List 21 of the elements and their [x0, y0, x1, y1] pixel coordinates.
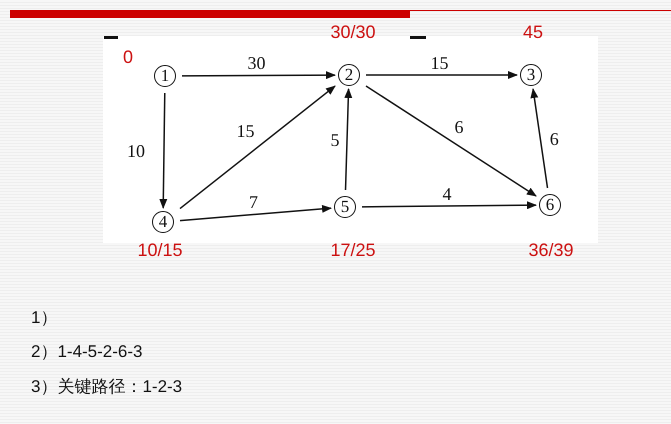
- arrow: [344, 88, 352, 190]
- time-value: 30/30: [330, 23, 376, 41]
- answer-line: 2）1-4-5-2-6-3: [31, 343, 142, 362]
- arrow: [366, 71, 518, 79]
- time-value: 45: [522, 23, 544, 41]
- edge-label: 15: [430, 54, 450, 72]
- arrow: [159, 92, 168, 209]
- arrow: [180, 204, 332, 222]
- time-value: 36/39: [528, 241, 574, 259]
- time-value: 10/15: [137, 241, 183, 259]
- arrow: [362, 201, 537, 210]
- edge-label: 30: [246, 54, 266, 72]
- arrow: [366, 85, 537, 197]
- arrow: [180, 85, 336, 210]
- arrow: [530, 88, 548, 188]
- edge-label: 15: [236, 122, 256, 140]
- answer-line: 3）关键路径：1-2-3: [31, 378, 182, 397]
- time-value: 17/25: [330, 241, 376, 259]
- time-value: 0: [123, 48, 133, 66]
- arrow: [182, 71, 336, 80]
- answer-line: 1）: [31, 309, 58, 328]
